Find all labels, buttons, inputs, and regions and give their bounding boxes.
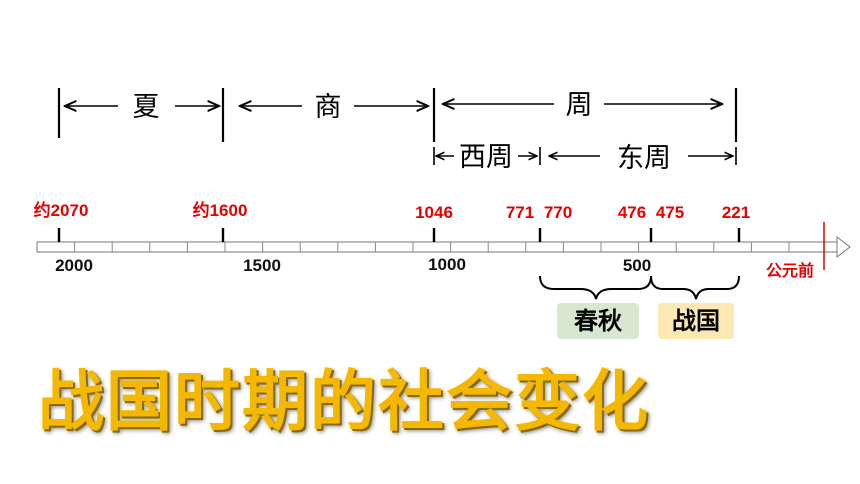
- scale-label-2000: 2000: [55, 256, 93, 275]
- timeline-bar: [36, 222, 851, 270]
- chunqiu-brace: [539, 275, 652, 300]
- year-label-221: 221: [722, 203, 750, 222]
- year-label-770: 770: [544, 203, 572, 222]
- western-zhou-label: 西周: [459, 142, 513, 173]
- timeline-track: [36, 241, 838, 253]
- year-label-771: 771: [506, 203, 534, 222]
- scale-label-1500: 1500: [243, 256, 281, 275]
- dynasty-boundaries: [57, 88, 738, 142]
- timeline-arrowhead: [836, 235, 851, 259]
- year-label-1600: 约1600: [193, 200, 248, 220]
- dynasty-xia-label: 夏: [133, 92, 160, 123]
- year-label-476: 476: [618, 203, 646, 222]
- dynasty-zhou-label: 周: [566, 90, 593, 121]
- scale-label-500: 500: [623, 256, 651, 275]
- period-zhanguo-tag: 战国: [658, 303, 734, 339]
- dynasty-shang-label: 商: [315, 92, 342, 123]
- zhanguo-brace: [650, 275, 740, 300]
- eastern-zhou-label: 东周: [617, 143, 671, 174]
- period-chunqiu-tag: 春秋: [557, 303, 639, 339]
- scale-label-1000: 1000: [428, 255, 466, 274]
- era-label: 公元前: [766, 261, 814, 280]
- year-label-475: 475: [656, 203, 684, 222]
- year-label-2070: 约2070: [34, 200, 89, 220]
- year-label-1046: 1046: [415, 203, 453, 222]
- page-title: 战国时期的社会变化: [38, 363, 650, 440]
- minor-ticks: [74, 242, 790, 252]
